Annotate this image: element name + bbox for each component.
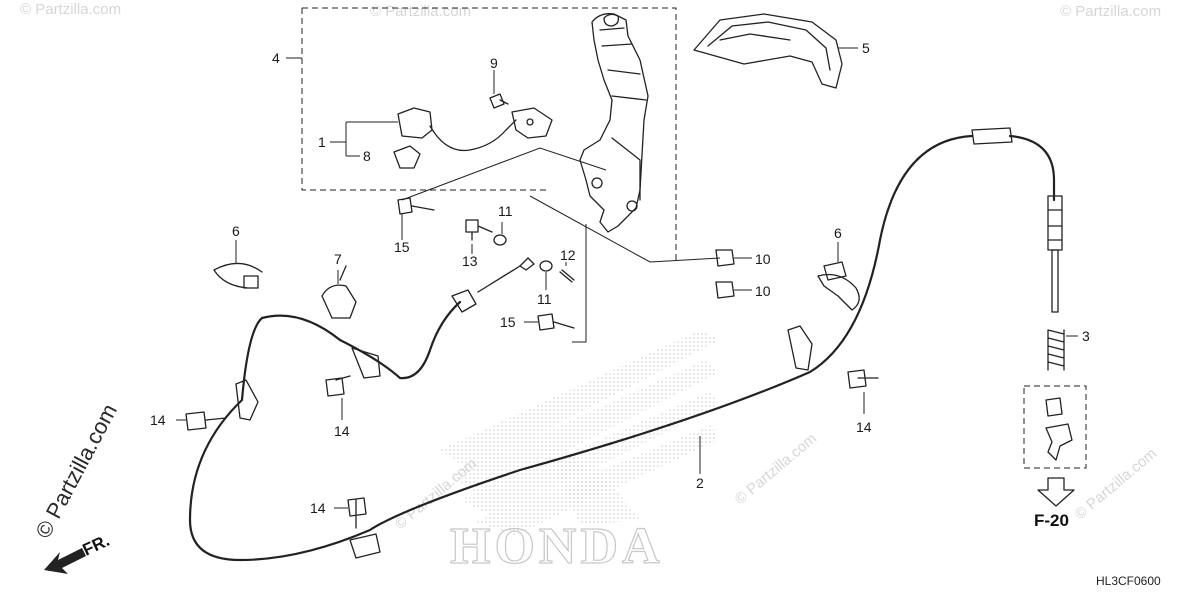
callout-6-left: 6 [232, 223, 240, 239]
lever-boot [693, 13, 843, 89]
honda-wing-watermark [440, 330, 720, 535]
honda-text-watermark: HONDA [450, 518, 664, 575]
flange-bolt [325, 375, 351, 397]
lock-nut [1045, 397, 1063, 417]
callout-13: 13 [462, 253, 478, 269]
brake-cable [188, 134, 974, 562]
reference-label: F-20 [1034, 511, 1069, 530]
cable-end-fitting [451, 265, 521, 313]
callout-5: 5 [862, 40, 870, 56]
lever-clip [1045, 423, 1073, 461]
watermark-text: © Partzilla.com [1072, 445, 1160, 523]
front-arrow-icon [44, 548, 86, 574]
flange-bolt [185, 411, 227, 431]
flange-bolt [847, 369, 879, 389]
band-clip-left [213, 262, 263, 289]
leader-lines [176, 70, 1078, 509]
callout-11-upper: 11 [498, 203, 513, 219]
callout-2: 2 [696, 475, 704, 491]
band-clip-right [817, 273, 860, 311]
flange-bolt [537, 313, 575, 331]
screw [489, 93, 509, 109]
callout-15-lower: 15 [500, 314, 516, 330]
cable-bracket-right [787, 325, 813, 371]
callout-14-bottom: 14 [310, 500, 326, 516]
callout-labels: 4 1 8 9 5 15 11 13 12 11 15 10 10 6 7 6 … [150, 40, 1090, 516]
watermark-text: © Partzilla.com [370, 3, 471, 20]
brake-switch [397, 107, 553, 152]
cable-adjuster-end [971, 127, 1063, 313]
diagram-code: HL3CF0600 [1096, 574, 1161, 588]
callout-8: 8 [363, 148, 371, 164]
cable-end-eye [519, 257, 535, 271]
callout-14-left: 14 [150, 412, 166, 428]
washer [539, 260, 553, 272]
callout-6-right: 6 [834, 225, 842, 241]
flange-bolt [347, 497, 367, 529]
callout-4: 4 [272, 50, 280, 66]
bolt [465, 219, 493, 241]
spring [1047, 329, 1065, 371]
callout-14-center: 14 [334, 423, 350, 439]
flange-bolt [397, 197, 435, 215]
washer [493, 234, 507, 246]
callout-11-lower: 11 [537, 291, 552, 307]
callout-14-right: 14 [856, 419, 872, 435]
reference-arrow [1037, 477, 1075, 507]
cable-bracket-mid [351, 347, 381, 379]
wire-clip [393, 145, 421, 169]
cable-clamp [321, 265, 357, 319]
callout-3: 3 [1082, 328, 1090, 344]
callout-7: 7 [334, 251, 342, 267]
partzilla-watermark: © Partzilla.com [30, 400, 122, 543]
nut [715, 281, 735, 299]
reference-box [1023, 385, 1087, 469]
callout-9: 9 [490, 55, 498, 71]
cable-bracket-left [235, 379, 259, 421]
callout-10-upper: 10 [755, 251, 771, 267]
nut [715, 249, 735, 267]
callout-12: 12 [560, 247, 576, 263]
watermark-text: © Partzilla.com [732, 430, 820, 508]
cable-bracket-bottom [349, 533, 381, 559]
callout-1: 1 [318, 134, 326, 150]
parking-brake-lever [579, 13, 649, 233]
watermark-text: © Partzilla.com [20, 1, 121, 18]
fasteners [185, 197, 879, 529]
callout-15-upper: 15 [394, 239, 410, 255]
cotter-pin [559, 269, 575, 283]
band-clip-right-head [823, 261, 847, 281]
watermark-text: © Partzilla.com [1060, 3, 1161, 20]
callout-10-lower: 10 [755, 283, 771, 299]
assembly-box [301, 7, 677, 262]
